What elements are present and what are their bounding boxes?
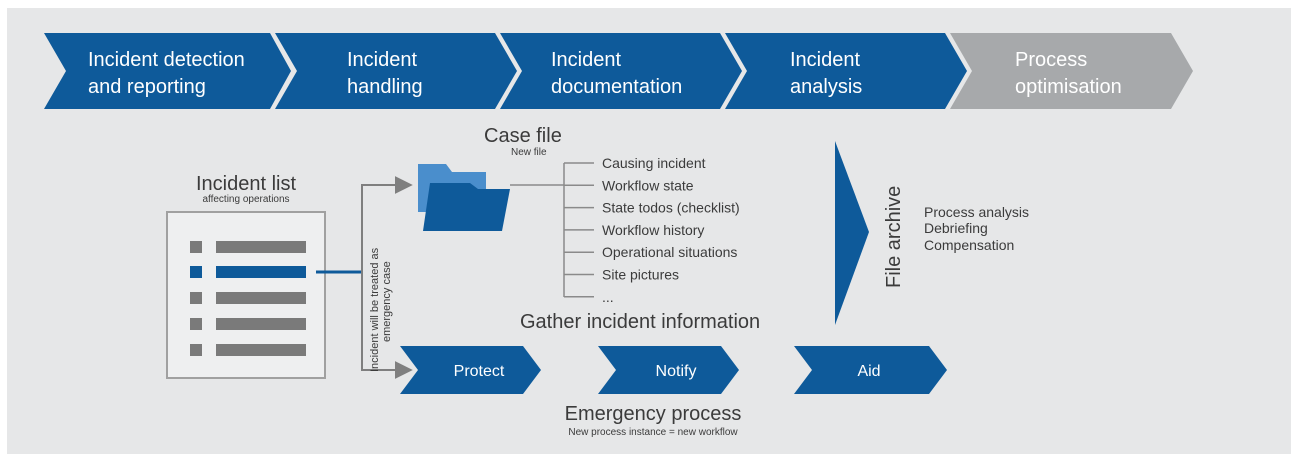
- phase-chevron-handling: Incident handling: [275, 33, 517, 109]
- emergency-case-label-line2: emergency case: [381, 261, 393, 342]
- case-file-subtitle: New file: [511, 147, 547, 158]
- emergency-step-notify: Notify: [598, 346, 739, 394]
- phase-label-line2: documentation: [551, 76, 682, 98]
- phase-chevron-documentation: Incident documentation: [500, 33, 742, 109]
- phase-label-line1: Incident: [790, 49, 860, 71]
- incident-list: Incident list affecting operations: [166, 173, 326, 379]
- phase-chevron-optimisation: Process optimisation: [950, 33, 1193, 109]
- file-archive: File archive Process analysis Debriefing…: [835, 141, 1029, 325]
- phase-label-line2: analysis: [790, 76, 862, 98]
- archive-output-item: Compensation: [924, 237, 1014, 253]
- case-item: Site pictures: [602, 267, 679, 283]
- phase-label-line1: Incident: [551, 49, 621, 71]
- phase-label-line1: Process: [1015, 49, 1087, 71]
- case-item: Operational situations: [602, 244, 737, 260]
- phase-label-line2: optimisation: [1015, 76, 1122, 98]
- incident-list-title: Incident list: [196, 173, 296, 195]
- phase-chevron-analysis: Incident analysis: [725, 33, 967, 109]
- phase-label-line1: Incident: [347, 49, 417, 71]
- incident-list-subtitle: affecting operations: [202, 194, 289, 205]
- gather-information-caption: Gather incident information: [520, 311, 760, 333]
- archive-output-item: Process analysis: [924, 204, 1029, 220]
- emergency-case-label: Incident will be treated as emergency ca…: [369, 247, 393, 372]
- case-item: Workflow history: [602, 222, 704, 238]
- emergency-case-label-line1: Incident will be treated as: [369, 247, 381, 372]
- emergency-process-title: Emergency process: [565, 403, 742, 425]
- case-item: Causing incident: [602, 155, 706, 171]
- case-item: Workflow state: [602, 177, 694, 193]
- case-file-title: Case file: [484, 125, 562, 147]
- emergency-step-label: Protect: [454, 363, 505, 380]
- emergency-step-protect: Protect: [400, 346, 541, 394]
- emergency-step-label: Notify: [656, 363, 697, 380]
- emergency-process: Protect Notify Aid Emergency process New…: [400, 346, 947, 438]
- case-file: Case file New file Causing incidentWorkf…: [418, 125, 760, 333]
- archive-output-item: Debriefing: [924, 220, 988, 236]
- case-item: ...: [602, 289, 614, 305]
- emergency-step-aid: Aid: [794, 346, 947, 394]
- archive-arrow: [835, 141, 869, 325]
- folder-icon: [418, 164, 510, 231]
- phase-label-line1: Incident detection: [88, 49, 245, 71]
- case-item: State todos (checklist): [602, 200, 740, 216]
- emergency-process-subtitle: New process instance = new workflow: [568, 427, 738, 438]
- phase-chevrons: Incident detection and reporting Inciden…: [44, 33, 1193, 109]
- phase-label-line2: and reporting: [88, 76, 206, 98]
- emergency-step-label: Aid: [857, 363, 880, 380]
- phase-chevron-detection: Incident detection and reporting: [44, 33, 291, 109]
- emergency-connector: [316, 176, 413, 379]
- list-icon: [166, 211, 326, 379]
- file-archive-label: File archive: [883, 186, 905, 288]
- phase-label-line2: handling: [347, 76, 423, 98]
